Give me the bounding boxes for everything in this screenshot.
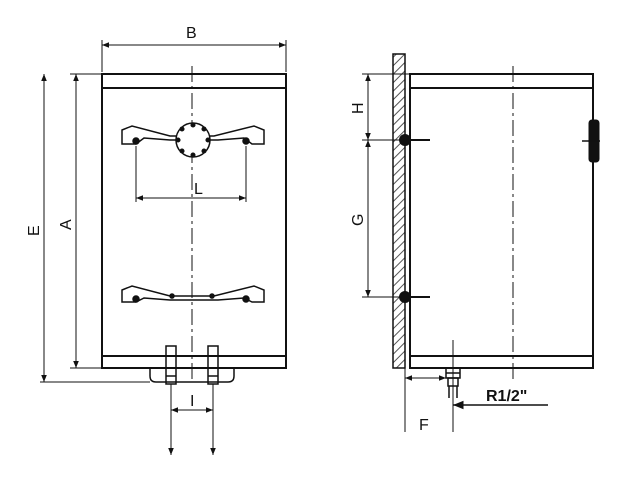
mounting-wall [392,53,406,369]
bracket-hole-right [242,137,250,145]
side-tank-body [409,73,594,369]
heater-flange [175,122,211,158]
label-F: F [419,417,429,434]
label-I: I [190,393,194,410]
label-L: L [194,181,203,198]
bracket-hole-left [132,137,140,145]
label-thread-size: R1/2" [486,388,527,405]
label-E: E [26,225,43,236]
label-B: B [186,25,197,42]
front-tank-body [101,73,287,369]
inlet-pipe [165,345,177,385]
label-A: A [58,219,75,230]
front-view [40,40,287,455]
label-G: G [350,214,367,226]
label-H: H [350,102,367,114]
outlet-pipe [207,345,219,385]
side-view [362,53,600,432]
lower-mounting-bracket [121,285,265,303]
